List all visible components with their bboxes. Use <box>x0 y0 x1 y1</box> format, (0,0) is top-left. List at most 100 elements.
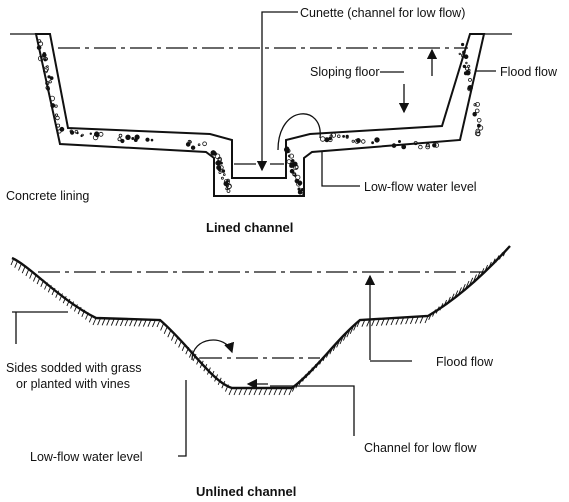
hatch-mark <box>461 284 466 292</box>
concrete-speckle <box>289 162 295 168</box>
unlined-low-flow-label: Low-flow water level <box>30 450 143 464</box>
concrete-speckle <box>458 52 462 56</box>
unlined-channel-title: Unlined channel <box>196 484 296 499</box>
hatch-mark <box>458 287 462 295</box>
hatch-mark <box>428 312 433 320</box>
hatch-mark <box>55 290 60 298</box>
lined-channel-figure: Cunette (channel for low flow) Flood flo… <box>6 6 558 235</box>
hatch-mark <box>476 271 481 279</box>
concrete-speckle <box>98 131 104 137</box>
hatch-mark <box>361 319 366 327</box>
hatch-mark <box>312 364 317 372</box>
hatch-mark <box>258 387 263 396</box>
hatch-mark <box>342 333 347 341</box>
concrete-speckle <box>217 156 222 162</box>
hatch-mark <box>181 343 186 351</box>
hatch-mark <box>450 293 455 301</box>
hatch-mark <box>188 350 193 358</box>
channel-low-leader <box>270 385 355 436</box>
concrete-speckle <box>197 143 201 147</box>
hatch-mark <box>47 285 52 293</box>
concrete-speckle <box>74 130 79 134</box>
hatch-mark <box>199 360 204 368</box>
concrete-speckle <box>89 132 93 135</box>
hatch-mark <box>32 274 37 282</box>
hatch-mark <box>380 318 385 326</box>
hatch-mark <box>147 319 152 327</box>
hatch-mark <box>443 299 448 308</box>
hatch-mark <box>97 317 102 326</box>
hatch-mark <box>499 252 503 260</box>
cunette-label: Cunette (channel for low flow) <box>300 6 465 20</box>
hatch-mark <box>138 319 143 327</box>
hatch-mark <box>484 264 489 273</box>
hatch-mark <box>487 261 492 270</box>
concrete-speckle <box>297 189 303 195</box>
concrete-speckle <box>37 55 44 62</box>
hatch-mark <box>133 319 138 327</box>
concrete-speckle <box>286 159 292 165</box>
hatch-mark <box>308 367 313 375</box>
concrete-speckle <box>49 95 55 102</box>
concrete-speckle <box>218 170 222 174</box>
concrete-speckle <box>56 123 61 128</box>
hatch-mark <box>315 360 320 368</box>
hatch-mark <box>77 306 82 315</box>
concrete-speckle <box>475 128 481 134</box>
concrete-speckle <box>413 141 418 146</box>
hatch-mark <box>160 323 165 331</box>
hatch-mark <box>221 381 226 389</box>
hatch-mark <box>217 377 222 385</box>
hatch-mark <box>439 303 444 311</box>
cunette-leader <box>256 11 298 172</box>
hatch-mark <box>332 343 337 351</box>
lined-channel-title: Lined channel <box>206 220 293 235</box>
concrete-texture <box>36 39 484 195</box>
concrete-speckle <box>467 64 471 68</box>
hatch-mark <box>59 293 63 301</box>
hatch-mark <box>185 347 190 355</box>
concrete-speckle <box>125 134 131 140</box>
concrete-speckle <box>472 112 477 117</box>
concrete-speckle <box>371 141 375 145</box>
concrete-speckle <box>190 145 196 150</box>
concrete-speckle <box>226 189 231 193</box>
concrete-speckle <box>351 139 355 143</box>
hatch-mark <box>101 318 106 326</box>
hatch-mark <box>73 304 78 312</box>
hatch-mark <box>319 357 324 365</box>
hatch-mark <box>491 258 496 266</box>
hatch-mark <box>10 257 15 266</box>
concrete-speckle <box>468 78 472 82</box>
hatch-mark <box>400 317 405 325</box>
concrete-speckle <box>131 136 135 140</box>
concrete-speckle <box>220 161 223 165</box>
concrete-speckle <box>188 140 192 144</box>
hatch-mark <box>424 315 429 324</box>
hatch-mark <box>268 387 273 396</box>
hatch-mark <box>40 279 45 287</box>
concrete-speckle <box>465 61 468 65</box>
concrete-speckle <box>467 86 473 92</box>
hatch-mark <box>167 330 172 338</box>
hatch-mark <box>465 280 470 289</box>
hatch-mark <box>385 318 390 326</box>
concrete-speckle <box>330 132 336 138</box>
hatch-mark <box>29 271 34 279</box>
hatch-mark <box>151 319 156 328</box>
hatch-mark <box>51 287 56 296</box>
low-flow-level-label: Low-flow water level <box>364 180 477 194</box>
hatch-mark <box>25 268 30 277</box>
hatch-mark <box>206 367 211 375</box>
concrete-speckle <box>213 152 217 156</box>
hatch-mark <box>278 387 283 396</box>
hatch-mark <box>233 387 238 396</box>
unlined-flood-label: Flood flow <box>436 355 494 369</box>
channel-low-label: Channel for low flow <box>364 441 478 455</box>
concrete-speckle <box>292 172 297 177</box>
concrete-speckle <box>391 143 397 148</box>
hatch-mark <box>36 276 41 285</box>
concrete-speckle <box>425 144 431 150</box>
unlined-low-flow-leader <box>178 380 187 457</box>
